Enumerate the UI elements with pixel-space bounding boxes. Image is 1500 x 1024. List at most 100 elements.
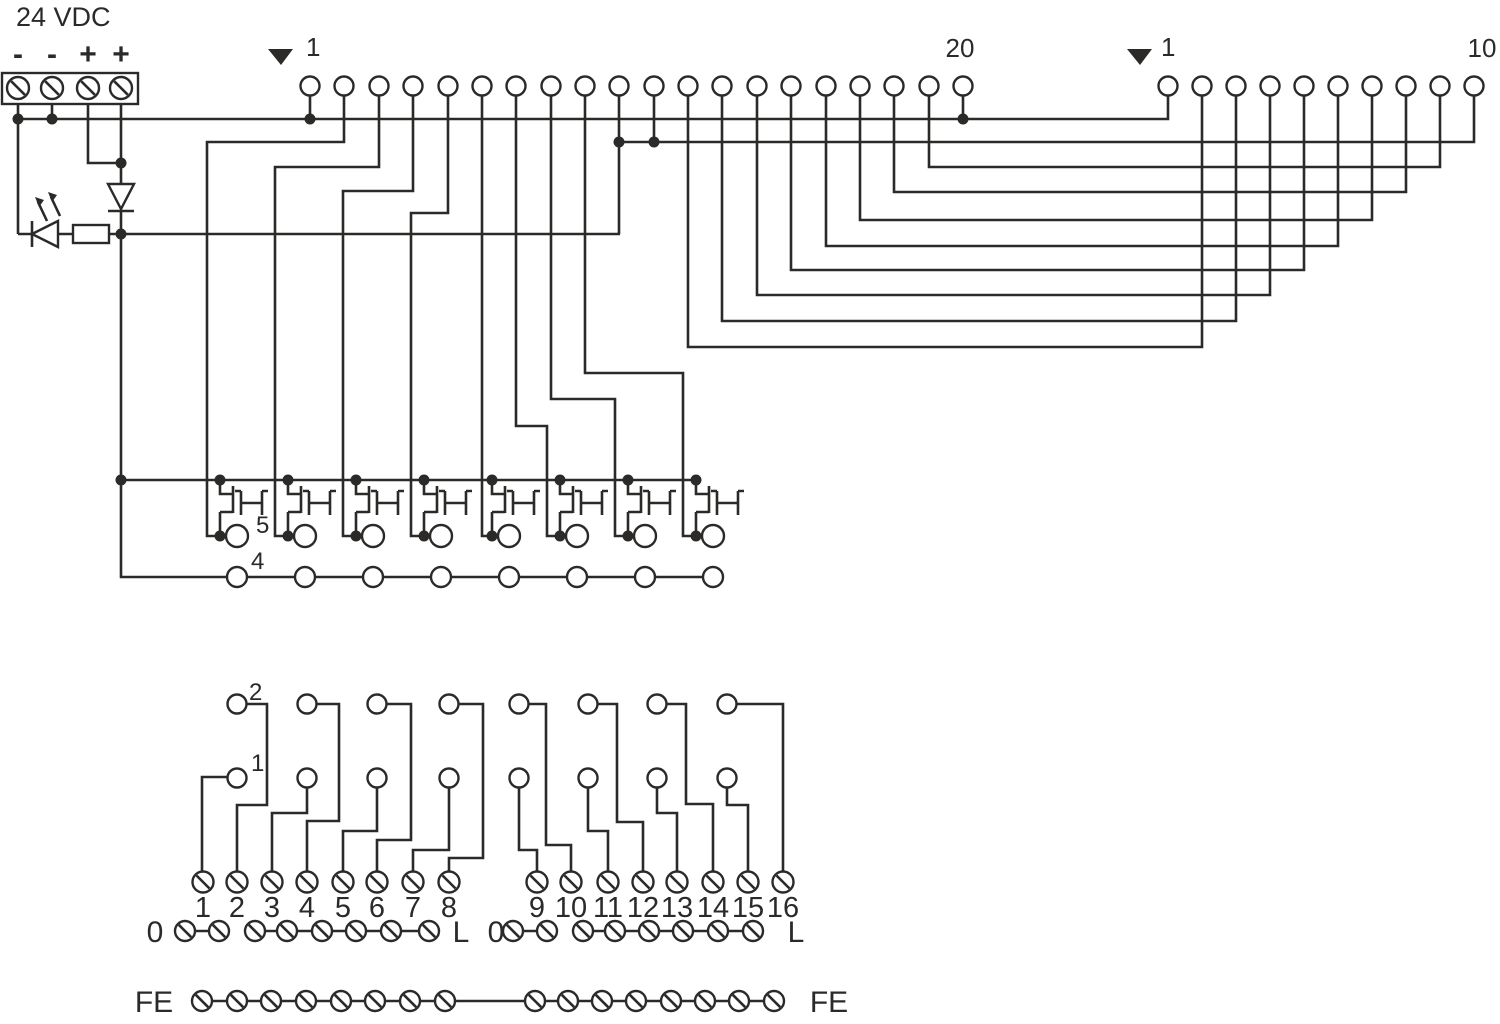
connector20-pin-circle (574, 75, 596, 97)
connector20-pin-circle (368, 75, 390, 97)
screw-slash-icon (369, 874, 385, 890)
socket-contact-row2 (716, 693, 738, 715)
junction-dot (648, 136, 660, 148)
plug-contact-row4 (701, 565, 725, 589)
screw-slash-icon (710, 923, 726, 939)
connector10-pin-circle (1395, 75, 1417, 97)
connector20-pin-circle (815, 75, 837, 97)
junction-dot (214, 530, 226, 542)
socket-contact-row1 (296, 767, 318, 789)
screw-slash-icon (675, 923, 691, 939)
screw-slash-icon (348, 923, 364, 939)
plug-contact-row4 (225, 565, 249, 589)
junction-dot (690, 530, 702, 542)
terminal-number: 14 (697, 892, 729, 924)
socket-contact-row2 (508, 693, 530, 715)
connector20-first-pin-label: 1 (306, 32, 320, 62)
rail-screw-terminals (173, 919, 765, 943)
screw-slash-icon (600, 874, 616, 890)
junction-dots (12, 113, 969, 542)
socket-contact-row2 (366, 693, 388, 715)
junction-dot (282, 530, 294, 542)
screw-slash-icon (279, 923, 295, 939)
fe-right-label: FE (810, 986, 848, 1019)
connector20-pin-circle (918, 75, 940, 97)
socket-contact-row1 (716, 767, 738, 789)
screw-slash-icon (383, 923, 399, 939)
suppressor-diode-icon (106, 182, 136, 213)
left-zero-rail-label: 0 (147, 916, 164, 949)
plug-contacts-row5 (224, 523, 726, 549)
connector20-pin-circle (746, 75, 768, 97)
connector10-pin-circle (1225, 75, 1247, 97)
connector10-pin-circle (1361, 75, 1383, 97)
connector20-pin-circle (608, 75, 630, 97)
junction-dot (282, 474, 294, 486)
connector10-first-pin-label: 1 (1161, 32, 1175, 62)
plug-contact-row5 (700, 523, 726, 549)
screw-slash-icon (594, 993, 610, 1009)
power-screw-terminals (5, 75, 134, 101)
cross-connections (619, 95, 1476, 349)
connector20-pin-circle (437, 75, 459, 97)
connector10-last-pin-label: 10 (1468, 33, 1497, 63)
plug-contact-row5 (224, 523, 250, 549)
screw-slash-icon (177, 923, 193, 939)
terminal-sign-minus1: - (13, 38, 23, 71)
screw-slash-icon (80, 80, 96, 96)
terminal-sign-minus2: - (47, 38, 57, 71)
screw-slash-icon (628, 993, 644, 1009)
terminal-sign-plus2: + (112, 38, 130, 71)
screw-slash-icon (635, 874, 651, 890)
junction-dot (957, 113, 969, 125)
terminal-number: 15 (732, 892, 764, 924)
socket-contact-row2 (646, 693, 668, 715)
junction-dot (613, 136, 625, 148)
screw-slash-icon (194, 993, 210, 1009)
plug-contact-row4 (361, 565, 385, 589)
connector20-routing (205, 95, 965, 538)
socket-contact-row2 (226, 693, 248, 715)
socket-contacts-row2 (226, 693, 738, 715)
socket-contacts-row1 (226, 767, 738, 789)
connector20-pin-circle (402, 75, 424, 97)
plug-contact-row5 (496, 523, 522, 549)
terminal-number: 8 (441, 892, 457, 924)
terminal-number: 4 (299, 892, 315, 924)
terminal-number: 2 (229, 892, 245, 924)
screw-slash-icon (229, 993, 245, 1009)
connector20-pin-circle (471, 75, 493, 97)
screw-slash-icon (731, 993, 747, 1009)
junction-dot (486, 474, 498, 486)
terminal-sign-plus1: + (79, 38, 97, 71)
terminal-number: 13 (661, 892, 693, 924)
plug-contact-row4 (565, 565, 589, 589)
plug-contact-row5 (632, 523, 658, 549)
terminal-number: 3 (264, 892, 280, 924)
screw-slash-icon (247, 923, 263, 939)
connector10-pin-circle (1293, 75, 1315, 97)
terminal-number: 9 (529, 892, 545, 924)
connector20-last-pin-label: 20 (946, 33, 975, 63)
socket-contact-row1 (438, 767, 460, 789)
screw-slash-icon (229, 874, 245, 890)
plug-contact-row5 (564, 523, 590, 549)
screw-slash-icon (740, 874, 756, 890)
junction-dot (622, 530, 634, 542)
screw-slash-icon (333, 993, 349, 1009)
connector20-pin-circle (849, 75, 871, 97)
screw-slash-icon (314, 923, 330, 939)
plug-contact-row5 (292, 523, 318, 549)
plug-contact-row4 (497, 565, 521, 589)
plug-contact-row4 (429, 565, 453, 589)
connector20-pin-circle (677, 75, 699, 97)
screw-slash-icon (766, 993, 782, 1009)
connector20-pin-circle (333, 75, 355, 97)
junction-dot (115, 157, 127, 169)
connector10-pin-circle (1259, 75, 1281, 97)
terminal-number: 10 (555, 892, 587, 924)
screw-slash-icon (367, 993, 383, 1009)
screw-slash-icon (505, 923, 521, 939)
